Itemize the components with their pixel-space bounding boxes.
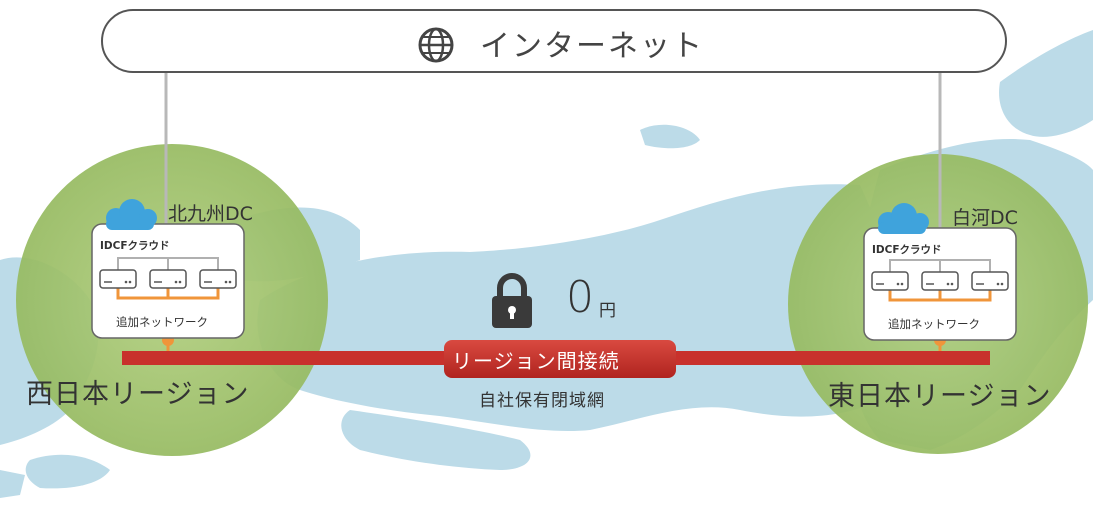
- connection-badge: [444, 340, 676, 378]
- server-icon: [199, 269, 237, 289]
- east-servers: [871, 271, 1009, 291]
- server-icon: [99, 269, 137, 289]
- east-network-label: 追加ネットワーク: [888, 317, 980, 331]
- east-cloud-label: IDCFクラウド: [872, 244, 942, 256]
- west-network-label: 追加ネットワーク: [116, 315, 208, 329]
- east-region-label: 東日本リージョン: [828, 381, 1052, 412]
- globe-icon: [418, 27, 454, 63]
- closed-network-label: 自社保有閉域網: [479, 391, 605, 411]
- west-dc: [91, 199, 245, 339]
- east-dc-name: 白河DC: [952, 207, 1018, 229]
- west-lan-lines: [117, 257, 219, 270]
- east-extra-net-lines: [888, 290, 992, 302]
- lock-icon: [492, 273, 532, 328]
- internet-pill: [101, 9, 1007, 73]
- west-region-label: 西日本リージョン: [26, 379, 250, 410]
- server-icon: [871, 271, 909, 291]
- east-dc: [863, 203, 1017, 341]
- server-icon: [921, 271, 959, 291]
- internet-label: インターネット: [480, 29, 704, 64]
- east-cloud-icon: [878, 203, 929, 234]
- west-dc-name: 北九州DC: [168, 203, 253, 225]
- server-icon: [149, 269, 187, 289]
- west-cloud-icon: [106, 199, 157, 230]
- west-servers: [99, 269, 237, 289]
- east-lan-lines: [889, 259, 991, 272]
- west-cloud-label: IDCFクラウド: [100, 240, 170, 252]
- server-icon: [971, 271, 1009, 291]
- west-extra-net-lines: [116, 288, 220, 300]
- connection-label: リージョン間接続: [452, 349, 620, 373]
- price-unit: 円: [599, 301, 616, 321]
- price-value: 0: [566, 272, 594, 323]
